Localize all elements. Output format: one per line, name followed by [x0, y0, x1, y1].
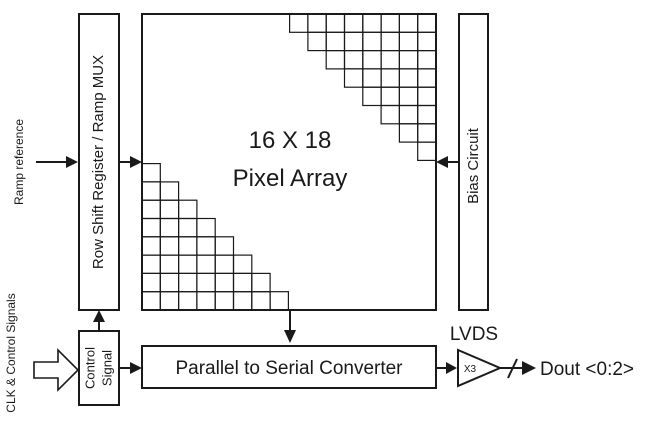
pixel-cell: [269, 291, 290, 311]
bias-to-array-arrow: [436, 156, 459, 168]
clk-input-hollow-arrow: [33, 348, 80, 392]
array-to-converter-arrow: [284, 310, 296, 343]
pixel-cell: [307, 31, 327, 52]
row-shift-register-block: [78, 13, 120, 311]
row-to-array-arrow: [119, 156, 142, 168]
control-label: Control: [82, 347, 97, 389]
pixel-cell: [141, 163, 161, 183]
pixel-cell: [325, 49, 346, 70]
clk-control-label: CLK & Control Signals: [4, 293, 18, 412]
bias-circuit-block: [458, 13, 489, 311]
pixel-array-size-label: 16 X 18: [249, 127, 332, 154]
lvds-buffer-triangle: [457, 348, 503, 388]
signal-label: Signal: [99, 350, 114, 386]
pixel-array-label: Pixel Array: [233, 165, 348, 192]
dout-output-arrow: [500, 358, 536, 379]
pixel-grid-bottom-left: [141, 163, 290, 311]
control-to-row-arrow: [93, 310, 105, 331]
row-shift-register-label: Row Shift Register / Ramp MUX: [90, 55, 107, 269]
ramp-input-arrow: [36, 156, 78, 168]
pixel-cell: [159, 181, 180, 201]
pixel-cell: [214, 236, 235, 256]
pixel-cell: [232, 254, 253, 275]
control-to-converter-arrow: [119, 362, 142, 374]
pixel-cell: [178, 199, 198, 220]
converter-to-lvds-arrow: [436, 362, 457, 374]
bias-circuit-label: Bias Circuit: [465, 127, 482, 204]
pixel-grid-top-right: [289, 13, 437, 162]
parallel-to-serial-converter-block: [141, 345, 437, 389]
lvds-label: LVDS: [450, 324, 498, 345]
pixel-cell: [343, 68, 364, 88]
dout-label: Dout <0:2>: [540, 359, 634, 380]
ramp-reference-label: Ramp reference: [12, 119, 26, 205]
converter-label: Parallel to Serial Converter: [175, 358, 403, 379]
pixel-cell: [398, 123, 419, 143]
pixel-cell: [196, 217, 216, 238]
pixel-array-block: [141, 13, 437, 311]
pixel-cell: [251, 272, 271, 293]
pixel-cell: [417, 141, 437, 162]
pixel-cell: [380, 104, 401, 125]
buffer-multiplier-label: X3: [464, 364, 477, 375]
pixel-cell: [362, 86, 382, 107]
pixel-cell: [289, 13, 309, 33]
